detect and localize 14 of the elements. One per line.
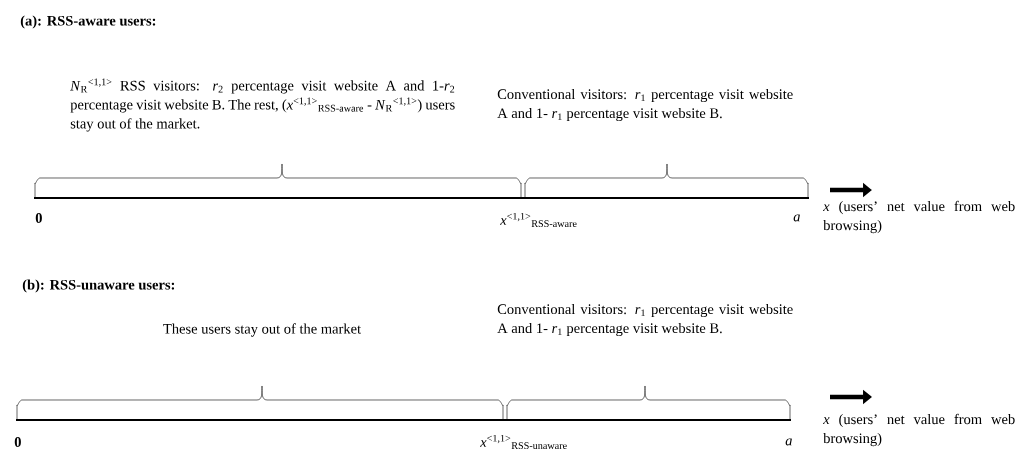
axis-value: 0 (35, 213, 42, 223)
axis-value: x$^{<1,1>}$RSS-unaware (480, 434, 567, 450)
axis-value: 0 (14, 437, 21, 447)
annotation-text: Conventional visitors: r$_{1}$ percentage visit website A and 1- r$_{1}$ percentage visit website B. (497, 88, 793, 122)
annotation-text: These users stay out of the market (163, 323, 361, 337)
axis-value: x$^{<1,1>}$RSS-aware (500, 212, 577, 228)
axis-value: a (785, 438, 792, 446)
annotation-text: Conventional visitors: r$_{1}$ percentage visit website A and 1- r$_{1}$ percentage visit website B. (497, 303, 793, 337)
axis-label: x (users’ net value from web browsing) (823, 200, 1015, 234)
panel-heading: (a): RSS-aware users: (20, 15, 156, 29)
panel-heading: (b): RSS-unaware users: (22, 279, 175, 293)
annotation-text: N$_{R}$$^{<1,1>}$ RSS visitors: r$_{2}$ percentage visit website A and 1-r$_{2}$ percentage visit website B. The rest, (x$^{<1,1>}$$_{RSS-aware}$ - N$_{R}$$^{<1,1>}$) users stay out of the market. (70, 78, 455, 132)
axis-label: x (users’ net value from web browsing) (823, 413, 1015, 447)
axis-value: a (793, 214, 800, 222)
